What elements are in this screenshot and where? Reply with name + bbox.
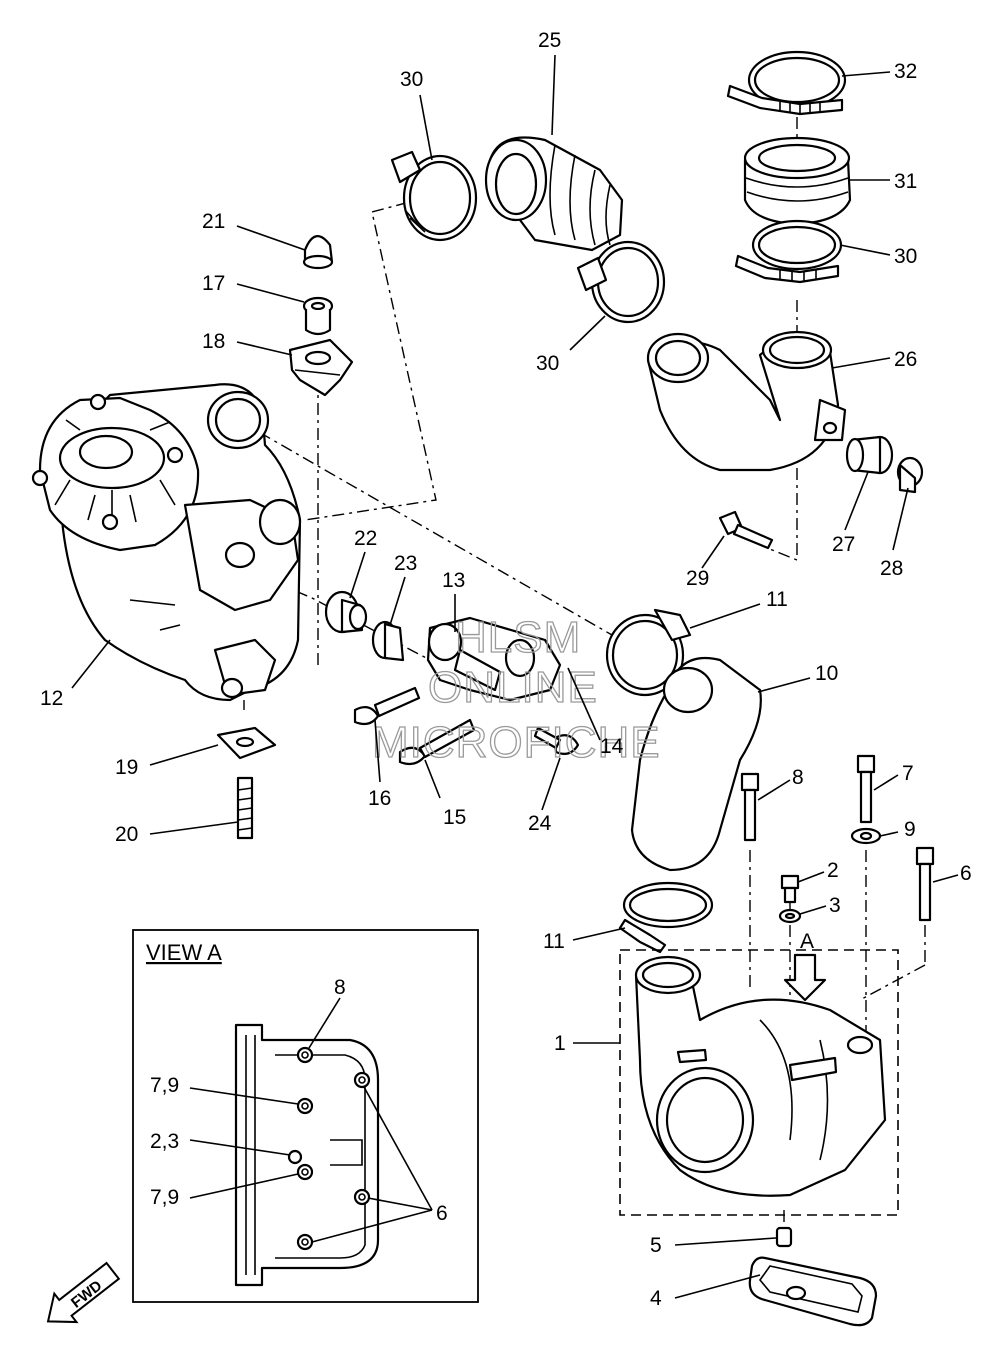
callout-9: 9 — [904, 818, 916, 841]
bolt-part — [780, 874, 800, 904]
hose-clamp-part — [726, 50, 847, 116]
assembly-lines — [237, 117, 926, 1232]
callout-27: 27 — [832, 533, 855, 556]
grommet-part — [371, 620, 405, 662]
callout-12: 12 — [40, 687, 63, 710]
callout-labels: 32 31 30 25 30 30 26 27 28 29 21 17 18 1… — [40, 29, 972, 1310]
callout-5: 5 — [650, 1234, 662, 1257]
callout-23: 23 — [394, 552, 417, 575]
mount-damper-part — [288, 338, 354, 397]
hose-clamp-part — [576, 240, 666, 324]
collar-part — [896, 456, 924, 494]
view-a-label-6: 6 — [436, 1202, 448, 1225]
callout-4: 4 — [650, 1287, 662, 1310]
bolt-part — [856, 754, 876, 824]
forward-direction-arrow: FWD — [46, 1261, 121, 1324]
callout-2: 2 — [827, 859, 839, 882]
view-a-label-7-9-lower: 7,9 — [150, 1186, 179, 1209]
bolt-part — [533, 726, 580, 755]
callout-11: 11 — [543, 930, 565, 953]
intercooler-hose-part — [630, 656, 762, 872]
callout-18: 18 — [202, 330, 225, 353]
callout-31: 31 — [894, 170, 917, 193]
bolt-part — [718, 510, 774, 550]
callout-8: 8 — [792, 766, 804, 789]
hose-clamp-part — [390, 150, 478, 242]
callout-10: 10 — [815, 662, 838, 685]
elbow-pipe-part — [646, 330, 847, 472]
stud-bolt-part — [236, 776, 254, 840]
callout-32: 32 — [894, 60, 917, 83]
hose-clamp-part — [618, 881, 714, 954]
callout-16: 16 — [368, 787, 391, 810]
dowel-pin-part — [775, 1226, 793, 1248]
callout-15: 15 — [443, 806, 466, 829]
callout-30: 30 — [400, 68, 423, 91]
bracket-part — [426, 616, 562, 702]
callout-21: 21 — [202, 210, 225, 233]
washer-part — [778, 908, 802, 924]
bolt-part — [353, 686, 421, 726]
view-a-label-2-3: 2,3 — [150, 1130, 179, 1153]
collar-part — [324, 590, 368, 634]
callout-20: 20 — [115, 823, 138, 846]
intake-hose-part — [484, 136, 624, 252]
callout-11: 11 — [766, 588, 788, 611]
callout-28: 28 — [880, 557, 903, 580]
view-a-inset: VIEW A 8 7,9 2,3 7,9 6 — [132, 929, 479, 1303]
gasket-part — [748, 1256, 878, 1327]
callout-7: 7 — [902, 762, 914, 785]
grommet-part — [845, 435, 894, 475]
view-a-label-8: 8 — [334, 976, 346, 999]
callout-29: 29 — [686, 567, 709, 590]
bolt-part — [740, 772, 760, 842]
view-direction-arrow — [783, 953, 827, 1002]
callout-6: 6 — [960, 862, 972, 885]
washer-part — [850, 827, 882, 845]
watermark-line-3: MICROFICHE — [372, 718, 661, 767]
bolt-part — [398, 718, 476, 766]
callout-17: 17 — [202, 272, 225, 295]
turbocharger-part — [619, 949, 899, 1216]
callout-13: 13 — [442, 569, 465, 592]
bolt-part — [915, 846, 935, 922]
callout-3: 3 — [829, 894, 841, 917]
view-a-label-7-9: 7,9 — [150, 1074, 179, 1097]
view-a-title: VIEW A — [146, 940, 222, 965]
collar-part — [302, 296, 334, 336]
callout-30: 30 — [894, 245, 917, 268]
callout-30: 30 — [536, 352, 559, 375]
rubber-joint-part — [743, 136, 852, 226]
callout-26: 26 — [894, 348, 917, 371]
hose-clamp-part — [734, 219, 843, 284]
compressor-housing-part — [31, 383, 302, 702]
callout-14: 14 — [600, 735, 624, 758]
leader-lines — [71, 54, 959, 1299]
watermark-line-1: HLSM — [455, 613, 581, 662]
callout-19: 19 — [115, 756, 138, 779]
hose-clamp-part — [605, 608, 692, 697]
callout-25: 25 — [538, 29, 561, 52]
callout-22: 22 — [354, 527, 377, 550]
cap-nut-part — [302, 235, 334, 270]
watermark: HLSM ONLINE MICROFICHE — [371, 612, 661, 767]
spacer-part — [216, 726, 277, 760]
callout-24: 24 — [528, 812, 552, 835]
callout-1: 1 — [554, 1032, 566, 1055]
view-a-marker: A — [800, 930, 814, 953]
watermark-line-2: ONLINE — [428, 663, 598, 712]
